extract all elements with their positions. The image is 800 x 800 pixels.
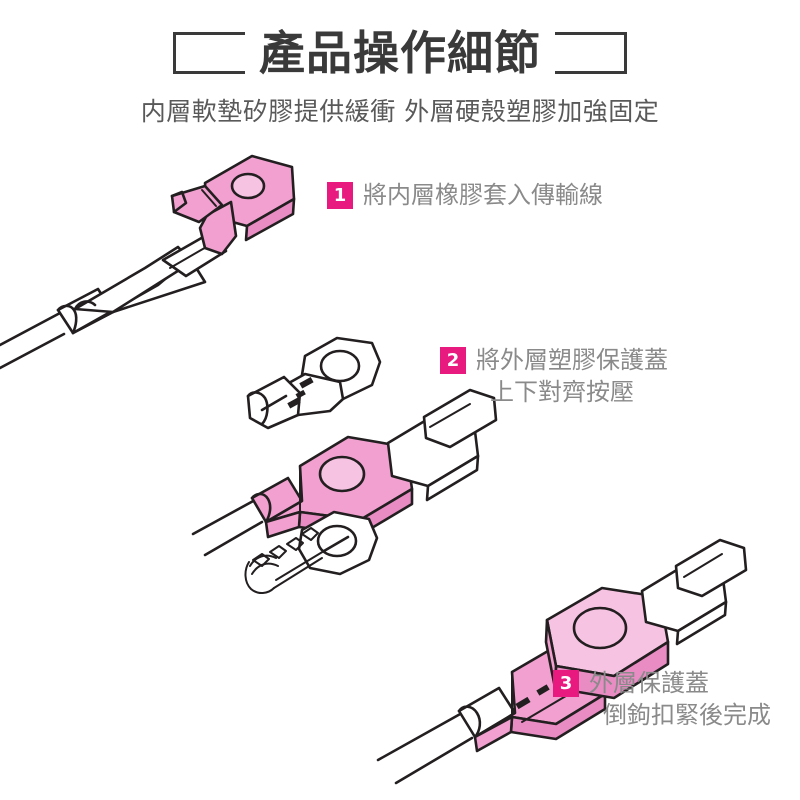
- open-bracket-right-icon: [555, 32, 627, 74]
- step-2-badge: 2: [440, 347, 466, 374]
- cable-cord-step2: [191, 498, 264, 557]
- upper-shell-half-step2: [246, 336, 382, 430]
- step-2-line-1: 將外層塑膠保護蓋: [476, 346, 668, 374]
- page-subtitle: 内層軟墊矽膠提供緩衝 外層硬殼塑膠加強固定: [140, 97, 660, 126]
- cable-cord-step1: [0, 311, 66, 370]
- open-bracket-left-icon: [173, 32, 245, 74]
- step-3-caption: 3 外層保護蓋 倒鉤扣緊後完成: [553, 668, 771, 732]
- step-3-line-2: 倒鉤扣緊後完成: [603, 700, 771, 729]
- step-3-line-1: 外層保護蓋: [589, 669, 709, 697]
- cable-strain-relief-step3: [457, 686, 517, 739]
- step-2-caption: 2 將外層塑膠保護蓋 上下對齊按壓: [440, 345, 668, 409]
- step-3-illustration: [376, 538, 748, 785]
- header: 產品操作細節 内層軟墊矽膠提供緩衝 外層硬殼塑膠加強固定: [0, 0, 800, 140]
- step-1-illustration: [0, 154, 296, 370]
- step-1-badge: 1: [327, 182, 353, 209]
- step-1-line-1: 將内層橡膠套入傳輸線: [363, 181, 603, 209]
- cable-connector-body-step1: [71, 245, 207, 335]
- page-title: 產品操作細節: [259, 26, 541, 80]
- cable-strain-relief-step2: [250, 476, 304, 524]
- step-1-caption: 1 將内層橡膠套入傳輸線: [327, 180, 603, 212]
- step-1-text: 將内層橡膠套入傳輸線: [363, 180, 603, 212]
- usb-metal-tip-step1: [161, 234, 228, 278]
- lower-shell-half-step2: [244, 510, 379, 594]
- silicone-sleeve-step2: [264, 435, 414, 539]
- cable-cord-step3: [376, 711, 474, 785]
- shell-hooks-step2: [252, 527, 319, 567]
- step-3-badge: 3: [553, 670, 579, 697]
- step-2-line-2: 上下對齊按壓: [490, 377, 634, 406]
- step-2-text: 將外層塑膠保護蓋 上下對齊按壓: [476, 345, 668, 409]
- step-3-text: 外層保護蓋 倒鉤扣緊後完成: [589, 668, 771, 732]
- silicone-sleeve-step1: [170, 154, 296, 256]
- cable-strain-relief-step1: [56, 287, 115, 335]
- title-row: 產品操作細節: [0, 22, 800, 84]
